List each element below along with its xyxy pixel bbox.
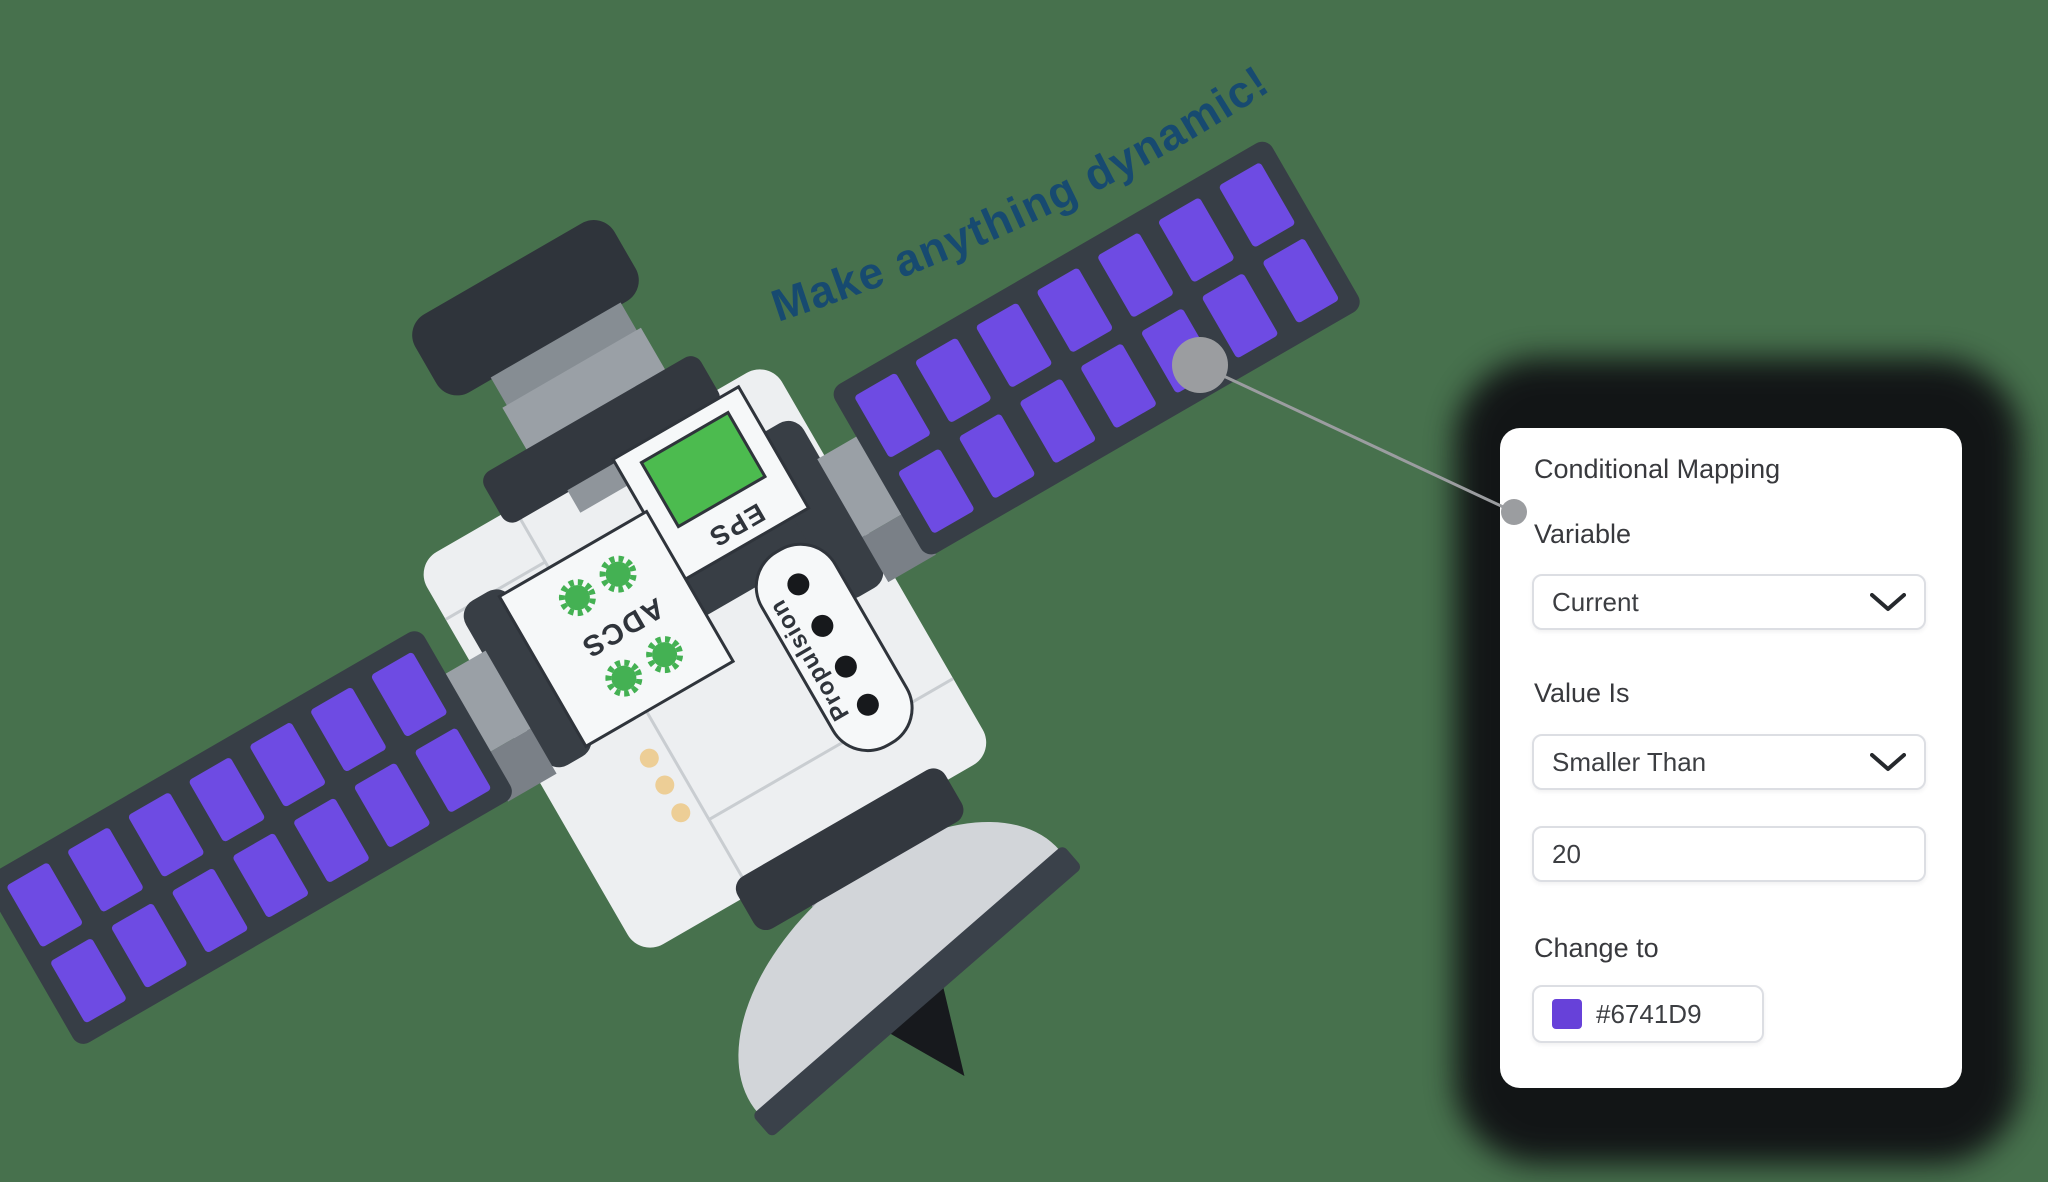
solar-cell — [1159, 198, 1234, 282]
card-title: Conditional Mapping — [1534, 454, 1781, 484]
solar-cell — [1020, 379, 1096, 463]
dish-mount-collar — [735, 768, 964, 931]
solar-cell — [294, 798, 369, 882]
solar-cell — [1202, 274, 1278, 358]
operator-dropdown[interactable]: Smaller Than — [1532, 734, 1926, 790]
solar-cell — [1263, 239, 1339, 323]
dish-rim — [754, 847, 1081, 1136]
adcs-panel: ADCS — [497, 509, 736, 749]
color-input[interactable]: #6741D9 — [1532, 985, 1764, 1043]
solar-cell — [899, 449, 974, 533]
threshold-input[interactable]: 20 — [1532, 826, 1926, 882]
solar-cell — [250, 723, 325, 807]
solar-cell — [233, 833, 308, 917]
gear-icon — [558, 579, 596, 617]
threshold-value: 20 — [1552, 838, 1581, 869]
solar-cell — [51, 939, 126, 1023]
left-solar-cells — [7, 652, 491, 1023]
solar-cell — [311, 687, 386, 772]
satellite: EPS — [0, 141, 1360, 1136]
dish-feed-spike — [885, 981, 965, 1077]
solar-cell — [354, 763, 430, 847]
solar-cell — [959, 414, 1035, 498]
port-dots — [639, 748, 691, 823]
solar-cell — [415, 728, 491, 812]
eps-green-screen — [639, 410, 768, 529]
solar-cell — [172, 868, 248, 953]
value-is-label: Value Is — [1534, 678, 1630, 708]
solar-cell — [189, 758, 265, 842]
solar-cell — [855, 373, 930, 457]
camera-cap — [412, 220, 639, 396]
camera-collar — [483, 356, 720, 523]
solar-cell — [111, 904, 187, 988]
camera-band — [490, 302, 638, 407]
variable-value: Current — [1552, 586, 1639, 617]
chevron-down-icon — [1870, 752, 1906, 771]
solar-cell — [7, 863, 82, 947]
solar-cell — [916, 338, 991, 422]
thruster-dots — [787, 573, 879, 716]
change-to-label: Change to — [1534, 933, 1659, 963]
solar-cell — [1219, 163, 1295, 247]
solar-cell — [371, 652, 447, 736]
camera-stack — [412, 220, 720, 523]
solar-cell — [68, 828, 143, 912]
solar-cell — [976, 303, 1052, 387]
conditional-mapping-card: Conditional Mapping Variable Current Val… — [1500, 428, 1962, 1088]
solar-cell — [1098, 233, 1173, 317]
chevron-down-icon — [1870, 592, 1906, 611]
color-swatch — [1552, 999, 1582, 1029]
operator-value: Smaller Than — [1552, 746, 1707, 777]
color-hex-value: #6741D9 — [1596, 998, 1702, 1029]
left-arm — [437, 589, 592, 802]
camera-neck — [502, 327, 666, 451]
solar-cell — [1081, 344, 1156, 428]
solar-cell — [128, 793, 204, 877]
solar-cell — [1037, 268, 1113, 352]
dish-bowl — [738, 822, 1060, 1113]
left-solar-array-frame — [0, 631, 512, 1044]
variable-label: Variable — [1534, 519, 1632, 549]
right-solar-array-frame — [833, 141, 1360, 555]
variable-dropdown[interactable]: Current — [1532, 574, 1926, 630]
dish-antenna — [738, 822, 1081, 1136]
